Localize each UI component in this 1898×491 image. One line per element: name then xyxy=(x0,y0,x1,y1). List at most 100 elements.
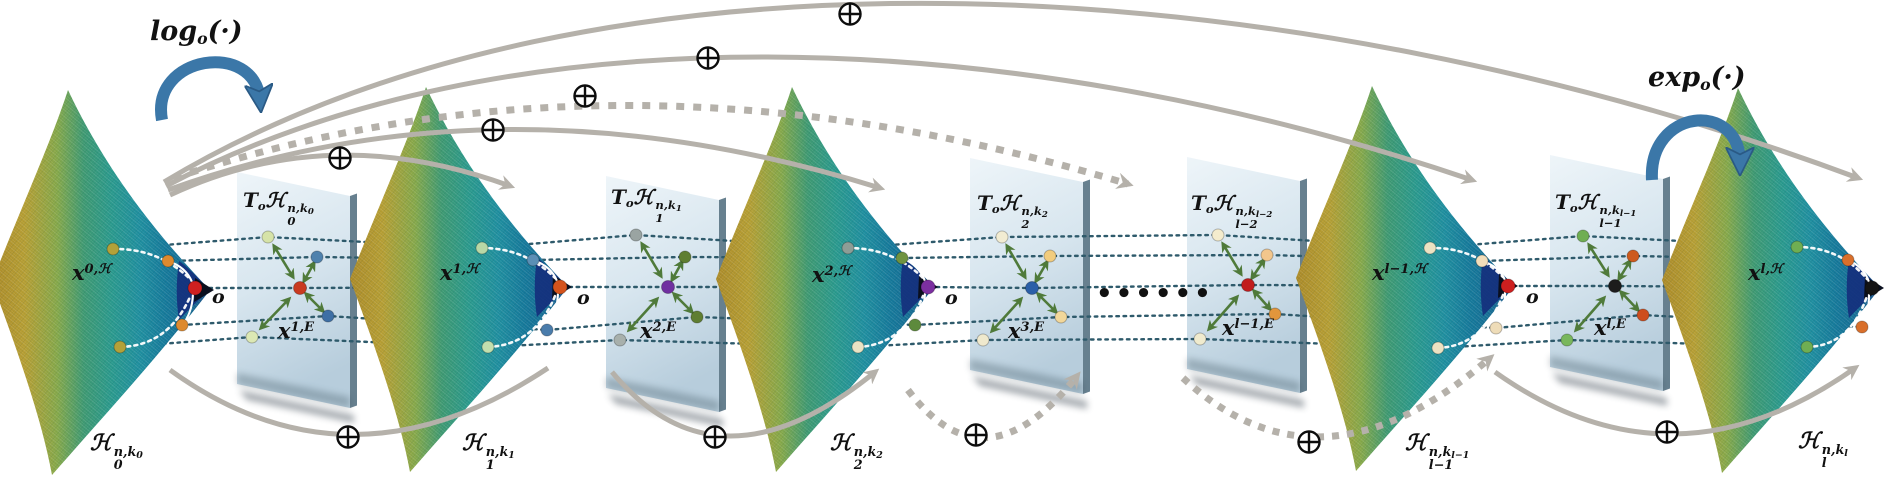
data-point xyxy=(1211,228,1225,242)
data-point xyxy=(995,230,1009,244)
data-point xyxy=(1268,307,1282,321)
mobius-add-icon xyxy=(838,2,862,26)
data-point xyxy=(1576,229,1590,243)
euclid-feature-label-1: x2,E xyxy=(640,318,677,343)
euclid-feature-label-0: x1,E xyxy=(278,318,315,343)
arc-b-dotted-2 xyxy=(1180,354,1495,441)
mobius-add-icon xyxy=(964,423,988,447)
data-point xyxy=(293,281,307,295)
arc-dotted-top xyxy=(172,102,1134,189)
hyper-feature-label-1: x1,ℋ xyxy=(440,260,479,285)
data-point xyxy=(1193,332,1207,346)
data-point xyxy=(1841,253,1855,267)
origin-point xyxy=(1500,278,1516,294)
euclid-feature-label-3: xl−1,E xyxy=(1222,315,1274,340)
data-point xyxy=(1241,278,1255,292)
data-point xyxy=(1431,341,1445,355)
origin-point xyxy=(187,280,203,296)
arc-m0-m2 xyxy=(167,127,886,193)
origin-label-0: o xyxy=(212,286,225,308)
data-points xyxy=(106,228,1880,355)
mobius-add-icon xyxy=(573,84,597,108)
mobius-add-icon xyxy=(336,425,360,449)
data-point xyxy=(1489,321,1503,335)
data-point xyxy=(1608,279,1622,293)
data-point xyxy=(895,251,909,265)
surface-geodesics xyxy=(111,245,1871,350)
euclid-feature-label-2: x3,E xyxy=(1008,318,1045,343)
data-point xyxy=(1054,310,1068,324)
tangent-plane-arrows xyxy=(258,241,1641,334)
data-point xyxy=(1043,249,1057,263)
data-point xyxy=(526,253,540,267)
arc-m0-m5 xyxy=(162,0,1864,185)
data-point xyxy=(1800,340,1814,354)
data-point xyxy=(113,340,127,354)
data-point xyxy=(540,323,554,337)
data-point xyxy=(908,318,922,332)
continuation-ellipsis: •••••• xyxy=(1096,279,1214,309)
data-point xyxy=(481,340,495,354)
data-point xyxy=(245,330,259,344)
data-point xyxy=(310,250,324,264)
data-point xyxy=(1560,333,1574,347)
data-point xyxy=(841,241,855,255)
data-point xyxy=(1260,248,1274,262)
hyper-feature-label-0: x0,ℋ xyxy=(72,260,111,285)
exp-map-arrow-icon xyxy=(1645,114,1740,181)
log-map-label: logo(·) xyxy=(150,16,243,48)
origin-point xyxy=(1864,280,1880,296)
euclid-feature-label-4: xl,E xyxy=(1594,315,1626,340)
hyper-feature-label-2: x2,ℋ xyxy=(812,262,851,287)
data-point xyxy=(613,333,627,347)
origin-point xyxy=(920,279,936,295)
data-point xyxy=(1855,320,1869,334)
data-point xyxy=(678,250,692,264)
data-point xyxy=(261,230,275,244)
data-point xyxy=(1475,254,1489,268)
hyper-feature-label-3: xl−1,ℋ xyxy=(1372,260,1427,285)
mobius-add-icon xyxy=(1655,420,1679,444)
arc-m0-m4 xyxy=(164,54,1478,189)
data-point xyxy=(1423,241,1437,255)
data-point xyxy=(976,333,990,347)
data-point xyxy=(175,318,189,332)
data-point xyxy=(475,241,489,255)
mobius-add-icon xyxy=(481,118,505,142)
skip-arcs-top xyxy=(162,0,1864,198)
data-point xyxy=(851,340,865,354)
data-point xyxy=(106,242,120,256)
origin-label-2: o xyxy=(945,287,958,309)
data-point xyxy=(629,228,643,242)
data-point xyxy=(690,310,704,324)
mobius-add-icon xyxy=(328,146,352,170)
data-point xyxy=(1025,281,1039,295)
data-point xyxy=(321,309,335,323)
data-point xyxy=(1636,308,1650,322)
arc-b-m1-m2 xyxy=(610,368,880,439)
data-point xyxy=(1626,249,1640,263)
mobius-add-icon xyxy=(696,46,720,70)
mobius-add-icon xyxy=(1297,430,1321,454)
data-point xyxy=(1790,240,1804,254)
mobius-add-icon xyxy=(703,425,727,449)
hyper-feature-label-4: xl,ℋ xyxy=(1748,260,1783,285)
exp-map-label: expo(·) xyxy=(1648,62,1746,94)
origin-label-3: o xyxy=(1526,286,1539,308)
origin-label-1: o xyxy=(577,287,590,309)
origin-point xyxy=(552,279,568,295)
log-map-arrow-icon xyxy=(155,56,260,122)
data-point xyxy=(161,254,175,268)
